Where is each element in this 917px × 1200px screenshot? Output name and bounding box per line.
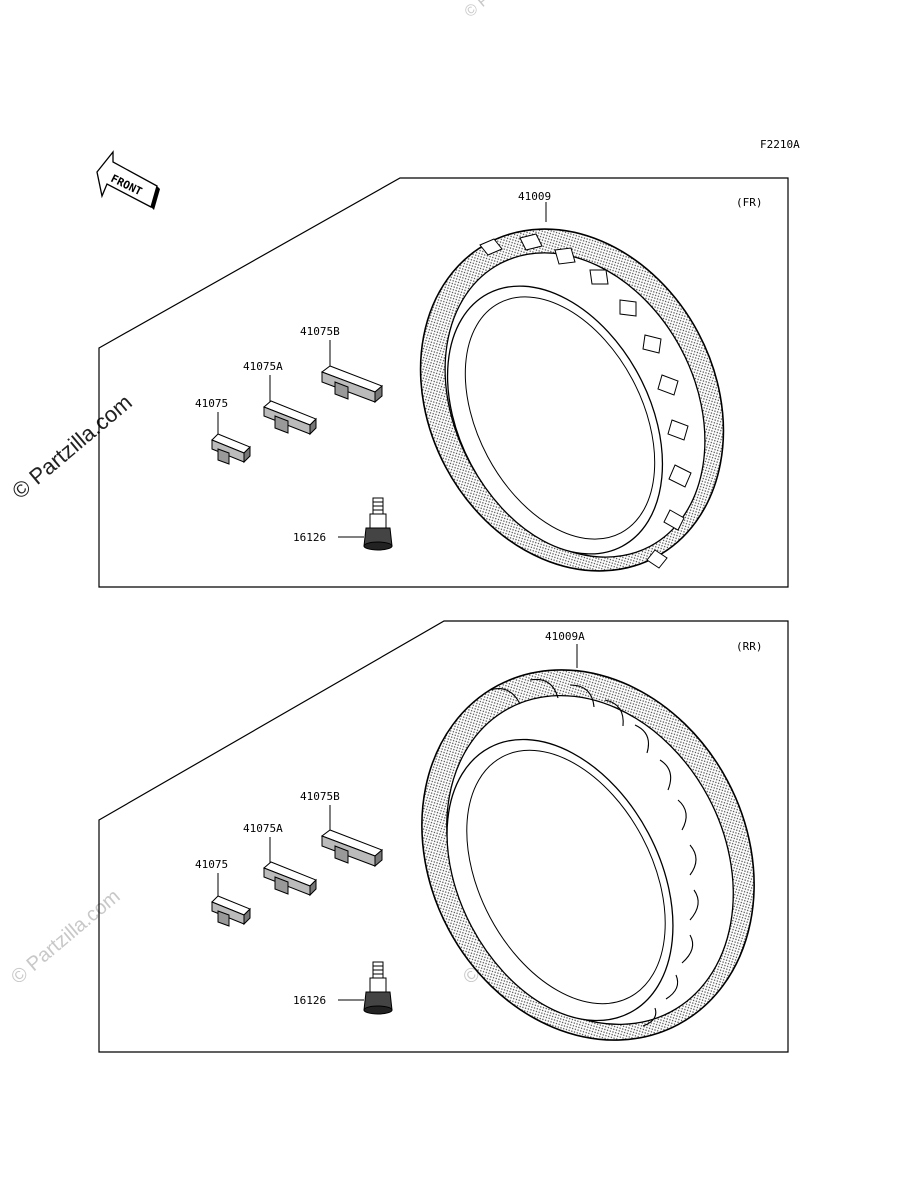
front-tire-part-number: 41009 [518,190,551,203]
front-weight-b [320,365,383,404]
front-weight-a-label: 41075A [243,360,283,373]
rear-section-frame [98,620,789,1053]
rear-position-label: (RR) [736,640,763,653]
rear-tire-part-number: 41009A [545,630,585,643]
front-weight-label: 41075 [195,397,228,410]
front-weight-a [263,400,317,436]
watermark-left-rear: © Partzilla.com [7,885,124,988]
rear-section: (RR) 41009A [98,620,789,1053]
rear-valve-label: 16126 [293,994,326,1007]
front-valve [363,497,393,551]
watermark-left: © Partzilla.com [7,389,137,503]
front-position-label: (FR) [736,196,763,209]
front-section: (FR) 41009 41075B [98,177,789,588]
front-arrow-icon: FRONT [96,150,160,210]
rear-weight-a-label: 41075A [243,822,283,835]
front-valve-label: 16126 [293,531,326,544]
rear-weight [211,895,251,927]
rear-weight-label: 41075 [195,858,228,871]
rear-valve [363,961,393,1015]
front-section-frame [98,177,789,588]
rear-weight-a [263,861,317,897]
front-tire [419,228,725,572]
rear-weight-b-label: 41075B [300,790,340,803]
rear-tire [421,669,755,1041]
front-weight-b-label: 41075B [300,325,340,338]
rear-weight-b [320,829,383,868]
front-weight [211,433,251,465]
watermark-top: © Partzilla.com [462,0,556,21]
diagram-code: F2210A [760,138,800,151]
